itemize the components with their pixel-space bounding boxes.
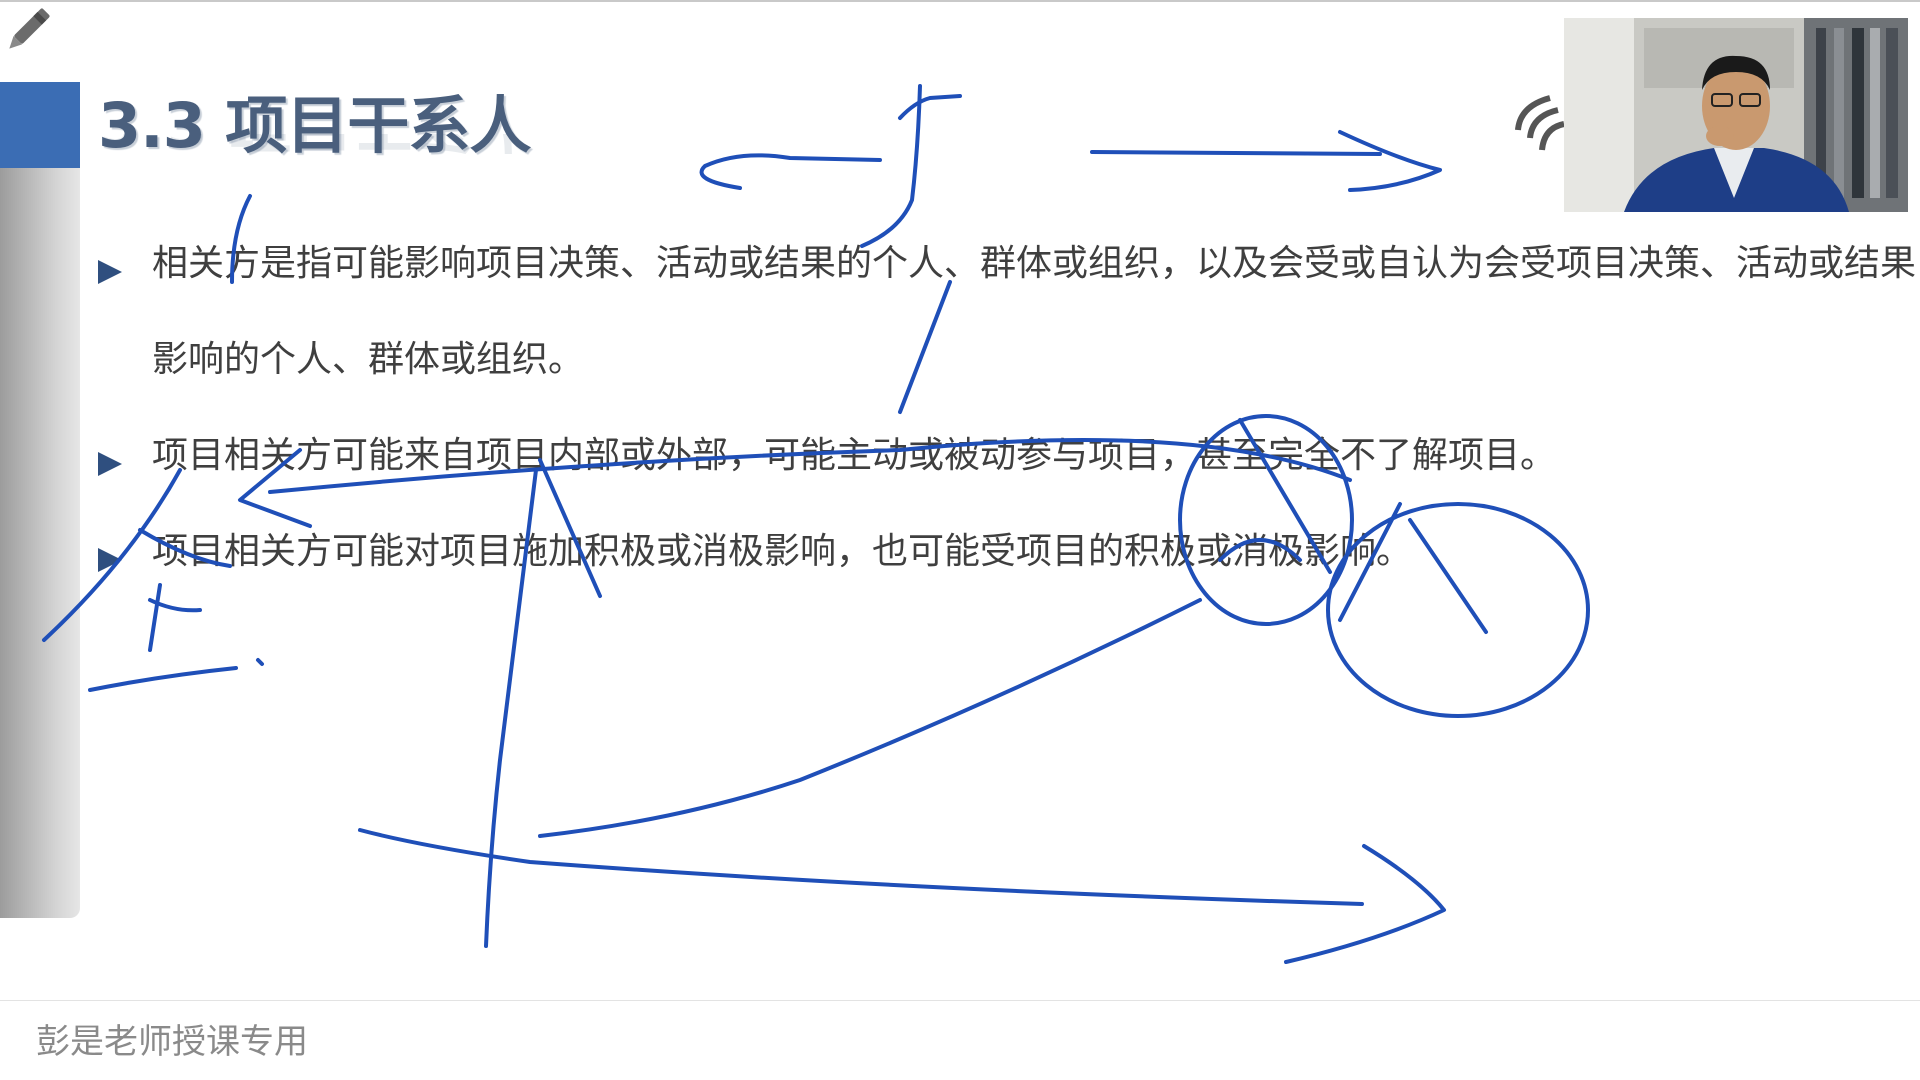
bullet-text-1: 相关方是指可能影响项目决策、活动或结果的个人、群体或组织，以及会受或自认为会受项… [152,243,1917,380]
triangle-right-icon [98,548,122,572]
bullet-item-1: 相关方是指可能影响项目决策、活动或结果的个人、群体或组织，以及会受或自认为会受项… [98,243,1920,408]
ink-stroke [1338,130,1442,192]
watermark-text: 彭是老师授课专用 [36,1022,308,1062]
ink-stroke [699,153,882,190]
left-accent-bar [0,82,80,168]
footer-divider [0,1000,1920,1001]
bullet-text-2: 项目相关方可能来自项目内部或外部，可能主动或被动参与项目，甚至完全不了解项目。 [152,435,1557,476]
ink-stroke [148,598,202,613]
webcam-overlay [1564,18,1908,212]
presenter-video [1564,18,1908,212]
decorative-arcs [1515,95,1565,151]
ink-stroke [88,666,238,692]
ink-stroke [358,828,1364,906]
left-side-panel [0,168,80,918]
ink-stroke [1284,844,1446,964]
pen-icon[interactable] [2,6,52,56]
slide-title: 3.3 项目干系人 [98,89,531,162]
bullet-item-3: 项目相关方可能对项目施加积极或消极影响，也可能受项目的积极或消极影响。 [98,531,1920,600]
ink-stroke [538,598,1202,838]
ink-stroke [898,94,962,120]
ink-stroke [256,658,264,666]
bullet-item-2: 项目相关方可能来自项目内部或外部，可能主动或被动参与项目，甚至完全不了解项目。 [98,435,1920,504]
slide-title-reflection: 3.3 项目干系人 [98,134,539,160]
triangle-right-icon [98,452,122,476]
ink-stroke [1090,150,1382,156]
bullet-text-3: 项目相关方可能对项目施加积极或消极影响，也可能受项目的积极或消极影响。 [152,531,1413,572]
top-border [0,0,1920,2]
triangle-right-icon [98,260,122,284]
